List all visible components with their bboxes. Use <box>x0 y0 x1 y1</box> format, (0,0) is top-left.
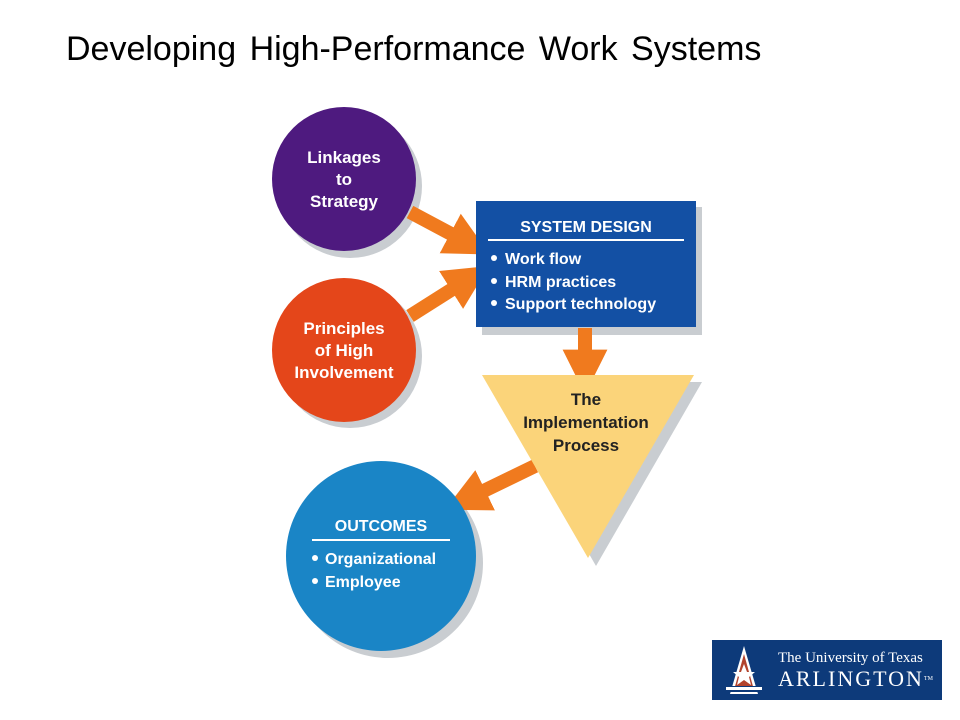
principles-to-design-arrow <box>406 266 489 322</box>
implementation-triangle: The Implementation Process <box>482 375 694 558</box>
system-design-item-3: Support technology <box>505 296 656 313</box>
bullet-icon <box>312 555 318 561</box>
implementation-line-3: Process <box>553 436 619 455</box>
principles-line-3: Involvement <box>294 363 394 382</box>
logo-line-2: ARLINGTONTM <box>778 667 933 691</box>
linkages-to-design-arrow <box>406 205 490 255</box>
system-design-item-1: Work flow <box>505 251 582 268</box>
implementation-to-outcomes-arrow <box>444 459 539 511</box>
system-design-box: SYSTEM DESIGN Work flow HRM practices Su… <box>476 201 696 327</box>
principles-line-2: of High <box>315 341 374 360</box>
implementation-line-2: Implementation <box>523 413 649 432</box>
system-design-heading: SYSTEM DESIGN <box>520 219 652 236</box>
linkages-circle: Linkages to Strategy <box>272 107 416 251</box>
principles-line-1: Principles <box>303 319 384 338</box>
arrows <box>406 205 608 511</box>
logo-line-1: The University of Texas <box>778 650 923 666</box>
bullet-icon <box>312 578 318 584</box>
outcomes-circle: OUTCOMES Organizational Employee <box>286 461 476 651</box>
linkages-line-3: Strategy <box>310 192 379 211</box>
star-icon <box>712 640 776 700</box>
linkages-line-1: Linkages <box>307 148 381 167</box>
implementation-line-1: The <box>571 390 601 409</box>
principles-circle: Principles of High Involvement <box>272 278 416 422</box>
trademark-mark: TM <box>923 676 933 682</box>
bullet-icon <box>491 278 497 284</box>
uta-logo: The University of Texas ARLINGTONTM <box>712 640 942 700</box>
system-design-item-2: HRM practices <box>505 274 616 291</box>
logo-wordmark: ARLINGTON <box>778 666 924 691</box>
bullet-icon <box>491 255 497 261</box>
outcomes-item-2: Employee <box>325 574 401 591</box>
outcomes-item-1: Organizational <box>325 551 436 568</box>
slide-title: Developing High-Performance Work Systems <box>66 30 762 68</box>
bullet-icon <box>491 300 497 306</box>
outcomes-heading: OUTCOMES <box>335 518 428 535</box>
linkages-line-2: to <box>336 170 352 189</box>
